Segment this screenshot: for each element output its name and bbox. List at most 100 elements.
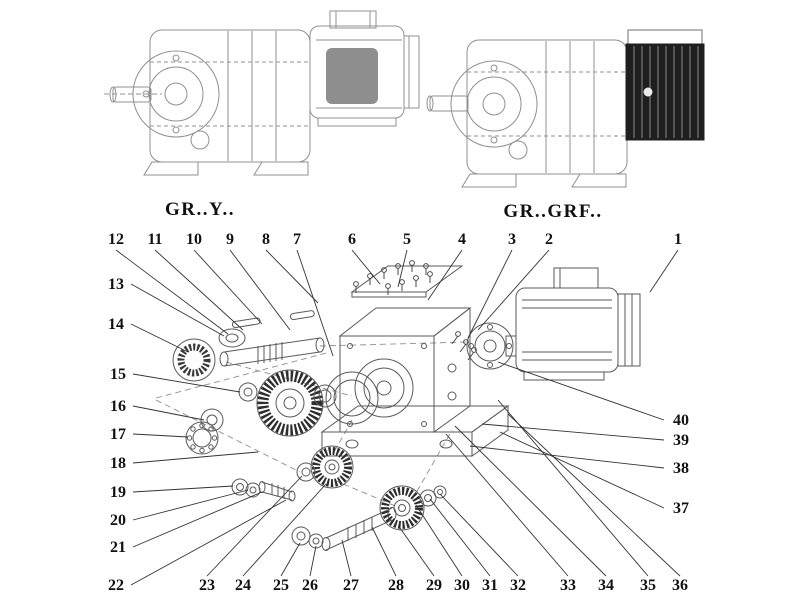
leader-line-5 <box>397 249 408 288</box>
callout-number-34: 34 <box>598 577 614 594</box>
variant-label-right: GR..GRF.. <box>503 201 602 222</box>
exploded-housing <box>338 306 472 433</box>
exploded-output-gear <box>379 485 425 531</box>
callout-number-6: 6 <box>348 231 356 248</box>
right-view-output-shaft <box>426 95 469 112</box>
leader-line-25 <box>280 542 301 577</box>
callout-number-9: 9 <box>226 231 234 248</box>
callout-number-5: 5 <box>403 231 411 248</box>
exploded-top-cover <box>350 265 464 298</box>
leader-line-39 <box>481 423 665 441</box>
callout-number-20: 20 <box>110 512 126 529</box>
callout-number-17: 17 <box>110 426 126 443</box>
leader-line-22 <box>130 499 287 586</box>
right-view-cover-block <box>625 29 705 141</box>
leader-line-38 <box>469 445 665 469</box>
callout-number-22: 22 <box>108 577 124 594</box>
callout-number-13: 13 <box>108 276 124 293</box>
callout-number-16: 16 <box>110 398 126 415</box>
right-view-gearbox <box>450 39 628 188</box>
callout-number-4: 4 <box>458 231 466 248</box>
variant-label-left: GR..Y.. <box>165 199 235 220</box>
exploded-cover-bolts <box>353 260 433 295</box>
leader-line-15 <box>132 373 241 393</box>
callout-number-31: 31 <box>482 577 498 594</box>
callout-number-37: 37 <box>673 500 689 517</box>
callout-number-32: 32 <box>510 577 526 594</box>
leader-line-6 <box>351 249 381 285</box>
leader-line-37 <box>499 431 665 509</box>
leader-line-13 <box>130 283 225 337</box>
exploded-base-plate <box>320 405 510 457</box>
callout-number-26: 26 <box>302 577 318 594</box>
leader-line-30 <box>415 504 463 577</box>
callout-number-39: 39 <box>673 432 689 449</box>
callout-number-12: 12 <box>108 231 124 248</box>
leader-line-34 <box>454 425 607 577</box>
callout-number-21: 21 <box>110 539 126 556</box>
callout-number-3: 3 <box>508 231 516 248</box>
leader-line-23 <box>206 475 303 577</box>
leader-line-24 <box>242 483 327 577</box>
left-view-gearbox <box>132 29 311 176</box>
exploded-washer-ring <box>296 462 316 482</box>
leader-line-32 <box>439 493 519 577</box>
leader-line-40 <box>497 361 665 421</box>
callout-number-35: 35 <box>640 577 656 594</box>
callout-number-27: 27 <box>343 577 359 594</box>
callout-number-10: 10 <box>186 231 202 248</box>
leader-line-36 <box>507 413 681 577</box>
callout-number-7: 7 <box>293 231 301 248</box>
leader-line-16 <box>132 405 205 421</box>
callout-number-36: 36 <box>672 577 688 594</box>
leader-line-17 <box>132 433 189 438</box>
callout-number-14: 14 <box>108 316 124 333</box>
callout-number-24: 24 <box>235 577 251 594</box>
exploded-input-shaft <box>219 337 325 367</box>
leader-line-19 <box>132 485 234 493</box>
callout-number-33: 33 <box>560 577 576 594</box>
leader-line-9 <box>229 249 291 331</box>
leader-line-7 <box>296 249 334 357</box>
leader-line-35 <box>497 399 649 577</box>
callout-number-15: 15 <box>110 366 126 383</box>
leader-line-21 <box>132 491 263 548</box>
exploded-input-bolts <box>451 331 477 361</box>
leader-line-4 <box>427 249 463 301</box>
callout-number-30: 30 <box>454 577 470 594</box>
leader-line-1 <box>649 249 679 293</box>
leader-line-28 <box>371 526 397 577</box>
leader-line-33 <box>445 433 569 577</box>
callout-number-8: 8 <box>262 231 270 248</box>
exploded-view <box>155 260 641 551</box>
leader-line-8 <box>265 249 319 304</box>
leader-line-12 <box>115 249 229 335</box>
leader-line-26 <box>309 545 317 577</box>
leader-line-10 <box>193 249 263 325</box>
leader-line-2 <box>477 249 550 331</box>
exploded-spacer-ring <box>313 384 337 408</box>
assembled-view-gr-grf <box>426 29 705 188</box>
exploded-shaft-keys <box>231 310 315 328</box>
exploded-small-washers-bottom <box>291 526 324 549</box>
assembled-view-gr-y <box>104 10 420 176</box>
exploded-ribbed-pulley <box>256 369 324 437</box>
leader-line-27 <box>341 539 352 577</box>
exploded-toothed-ring <box>172 338 216 382</box>
callout-number-1: 1 <box>674 231 682 248</box>
exploded-pinion-shaft <box>258 481 296 502</box>
callout-number-18: 18 <box>110 455 126 472</box>
callout-number-2: 2 <box>545 231 553 248</box>
callout-number-19: 19 <box>110 484 126 501</box>
exploded-end-cover <box>218 328 246 348</box>
exploded-intermediate-gear <box>310 445 354 489</box>
exploded-output-shaft-lower <box>321 507 397 551</box>
leader-line-29 <box>399 527 435 577</box>
left-view-motor <box>309 10 420 127</box>
exploded-washer-small <box>238 382 258 402</box>
leader-line-11 <box>154 249 244 331</box>
callout-number-11: 11 <box>147 231 162 248</box>
callout-number-38: 38 <box>673 460 689 477</box>
